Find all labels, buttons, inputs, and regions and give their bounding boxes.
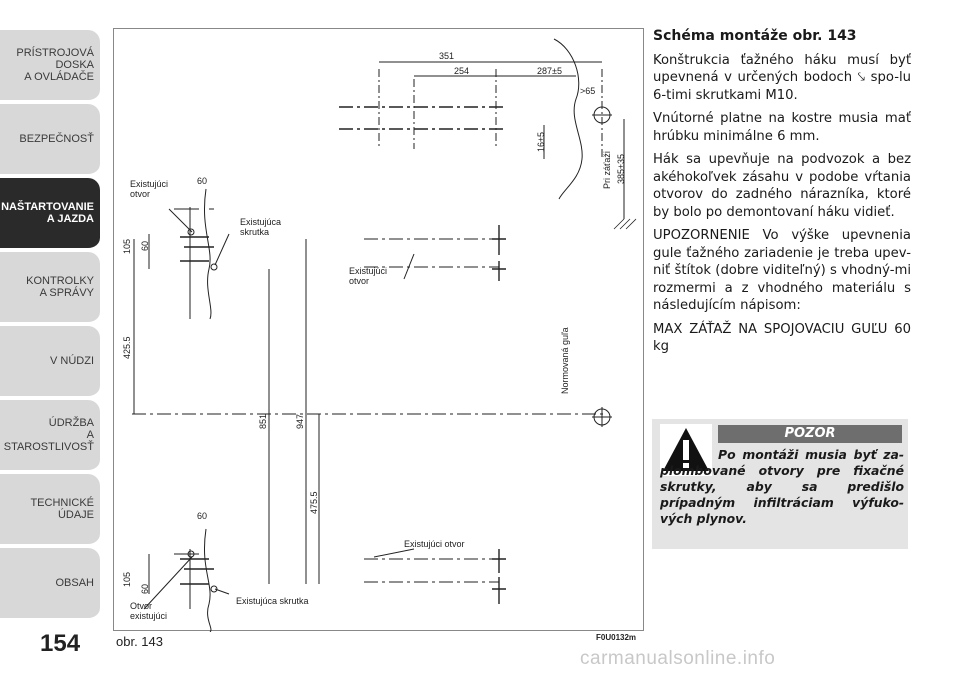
dim-287: 287±5 xyxy=(537,66,562,76)
installation-diagram: 351 254 287±5 >65 16±5 Pri záťaži 385±35… xyxy=(113,28,644,632)
paragraph-plates: Vnútorné platne na kostre musia mať hrúb… xyxy=(653,111,911,144)
dim-254: 254 xyxy=(454,66,469,76)
paragraph-mounting: Konštrukcia ťažného háku musí byť upevne… xyxy=(653,52,911,103)
dim-60-top: 60 xyxy=(197,176,207,186)
warning-text: Po montáži musia byť za-plombované otvor… xyxy=(660,447,904,526)
tab-udrzba[interactable]: ÚDRŽBA A STAROSTLIVOSŤ xyxy=(0,400,100,472)
dim-4755: 475.5 xyxy=(309,491,319,514)
diagram-svg: 351 254 287±5 >65 16±5 Pri záťaži 385±35… xyxy=(122,38,637,632)
label-existing-bolt-2: Existujúca skrutka xyxy=(236,596,309,606)
dim-60-top-v: 60 xyxy=(140,241,150,251)
page-number: 154 xyxy=(40,630,81,657)
dim-947: 947 xyxy=(295,414,305,429)
warning-icon xyxy=(660,424,712,476)
dim-60-bottom-v: 60 xyxy=(140,584,150,594)
dim-60-bottom: 60 xyxy=(197,511,207,521)
dim-385: 385±35 xyxy=(616,154,626,184)
tab-technicke-udaje[interactable]: TECHNICKÉ ÚDAJE xyxy=(0,474,100,546)
dim-105-top: 105 xyxy=(122,239,132,254)
dim-105-bottom: 105 xyxy=(122,572,132,587)
tab-nastartovanie-a-jazda[interactable]: NAŠTARTOVANIE A JAZDA xyxy=(0,178,100,250)
paragraph-chassis: Hák sa upevňuje na podvozok a bez akéhok… xyxy=(653,152,911,220)
section-heading: Schéma montáže obr. 143 xyxy=(653,28,857,44)
warning-title: POZOR xyxy=(718,425,902,443)
tab-kontrolky[interactable]: KONTROLKY A SPRÁVY xyxy=(0,252,100,324)
instructions-text: Schéma montáže obr. 143 Konštrukcia ťažn… xyxy=(653,28,911,362)
dim-851: 851 xyxy=(258,414,268,429)
tab-obsah[interactable]: OBSAH xyxy=(0,548,100,620)
tab-pristrojova-doska[interactable]: PRÍSTROJOVÁ DOSKA A OVLÁDAČE xyxy=(0,30,100,102)
label-normalized-ball: Normovaná guľa xyxy=(560,327,570,394)
paragraph-max-load: MAX ZÁŤAŽ NA SPOJOVACIU GUĽU 60 kg xyxy=(653,321,911,355)
tab-bezpecnost[interactable]: BEZPEČNOSŤ xyxy=(0,104,100,176)
label-existing-hole-3: Existujúci otvor xyxy=(404,539,465,549)
label-load: Pri záťaži xyxy=(602,151,612,189)
paragraph-notice: UPOZORNENIE Vo výške upevnenia gule ťažn… xyxy=(653,228,911,313)
dim-351: 351 xyxy=(439,51,454,61)
tab-v-nudzi[interactable]: V NÚDZI xyxy=(0,326,100,398)
watermark: carmanualsonline.info xyxy=(580,648,776,669)
dim-425: 425.5 xyxy=(122,336,132,359)
dim-16: 16±5 xyxy=(536,132,546,152)
figure-code: F0U0132m xyxy=(596,633,637,642)
warning-box: POZOR Po montáži musia byť za-plombované… xyxy=(652,419,908,549)
dim-65: >65 xyxy=(580,86,595,96)
figure-caption: obr. 143 xyxy=(116,634,163,649)
